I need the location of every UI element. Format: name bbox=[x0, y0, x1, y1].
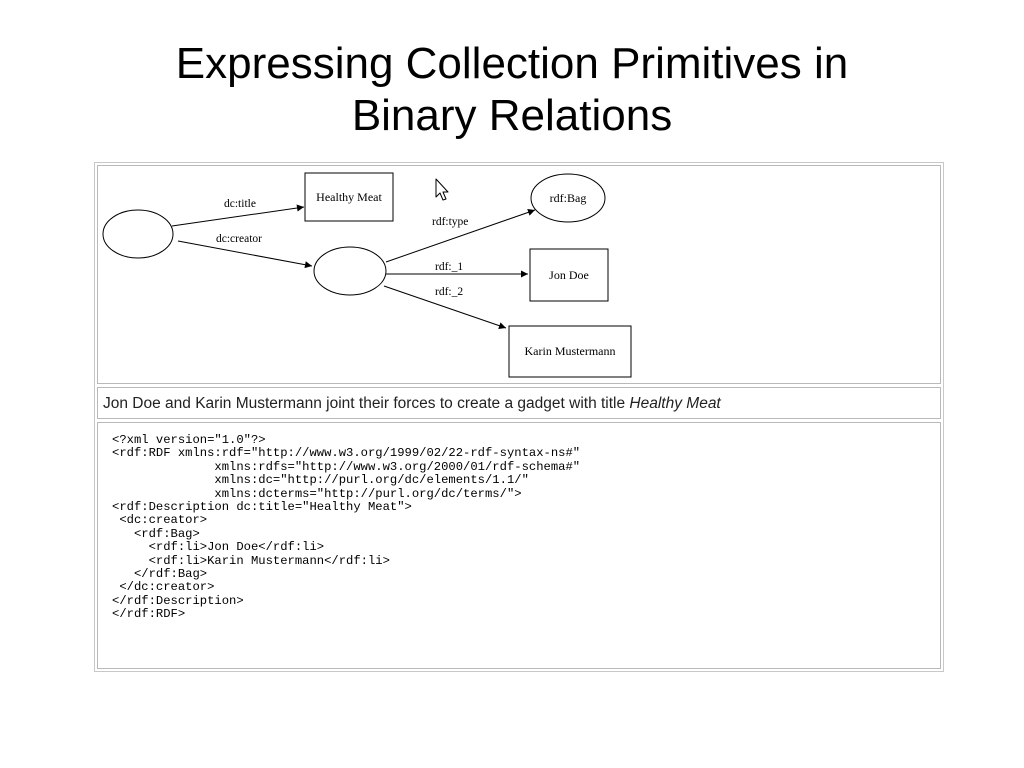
healthy-meat-node bbox=[304, 172, 394, 222]
slide-title: Expressing Collection Primitives in Bina… bbox=[0, 38, 1024, 142]
code-line: <rdf:Description dc:title="Healthy Meat"… bbox=[112, 500, 412, 515]
code-line: </rdf:Description> bbox=[112, 593, 244, 608]
code-line: <rdf:RDF xmlns:rdf="http://www.w3.org/19… bbox=[112, 446, 581, 461]
rdf-type-label: rdf:type bbox=[432, 216, 468, 228]
dc-creator-label: dc:creator bbox=[216, 233, 262, 245]
code-line: <dc:creator> bbox=[112, 513, 208, 528]
code-line: xmlns:dc="http://purl.org/dc/elements/1.… bbox=[112, 473, 529, 488]
gadget-resource-node bbox=[102, 209, 174, 259]
cursor-arrow-icon bbox=[435, 178, 449, 201]
caption-title-emphasis: Healthy Meat bbox=[629, 395, 721, 412]
rdf-bag-node bbox=[530, 173, 606, 223]
rdf-example-figure: Healthy Meat rdf:Bag Jon Doe Karin Muste… bbox=[94, 162, 944, 672]
edge-dc-creator bbox=[177, 240, 313, 269]
dc-title-label: dc:title bbox=[224, 198, 256, 210]
bag-resource-node bbox=[313, 246, 387, 296]
rdf-bag-label: rdf:Bag bbox=[550, 191, 587, 205]
caption-panel: Jon Doe and Karin Mustermann joint their… bbox=[97, 387, 941, 419]
edge-dc-title bbox=[171, 204, 305, 227]
rdf-2-label: rdf:_2 bbox=[435, 286, 463, 298]
code-line: xmlns:rdfs="http://www.w3.org/2000/01/rd… bbox=[112, 459, 581, 474]
code-line: </rdf:Bag> bbox=[112, 567, 208, 582]
code-line: <rdf:li>Jon Doe</rdf:li> bbox=[112, 540, 325, 555]
rdf-graph-panel: Healthy Meat rdf:Bag Jon Doe Karin Muste… bbox=[97, 165, 941, 384]
code-line: <rdf:Bag> bbox=[112, 526, 200, 541]
rdf-graph-diagram: Healthy Meat rdf:Bag Jon Doe Karin Muste… bbox=[102, 172, 632, 378]
slide-title-line-2: Binary Relations bbox=[351, 91, 673, 140]
code-line: <?xml version="1.0"?> bbox=[112, 433, 266, 447]
edge-rdf-type bbox=[385, 209, 536, 263]
rdf-xml-code: <?xml version="1.0"?><rdf:RDF xmlns:rdf=… bbox=[112, 433, 581, 622]
jon-doe-label: Jon Doe bbox=[549, 268, 589, 282]
karin-mustermann-node bbox=[508, 325, 632, 378]
code-line: <rdf:li>Karin Mustermann</rdf:li> bbox=[112, 553, 390, 568]
rdf-1-label: rdf:_1 bbox=[435, 261, 463, 273]
code-line: </dc:creator> bbox=[112, 580, 215, 595]
slide-title-line-1: Expressing Collection Primitives in bbox=[175, 39, 849, 88]
code-line: </rdf:RDF> bbox=[112, 607, 186, 622]
caption-text: Jon Doe and Karin Mustermann joint their… bbox=[103, 395, 721, 413]
rdf-xml-code-panel: <?xml version="1.0"?><rdf:RDF xmlns:rdf=… bbox=[97, 422, 941, 669]
caption-sentence: Jon Doe and Karin Mustermann joint their… bbox=[103, 395, 630, 412]
karin-mustermann-label: Karin Mustermann bbox=[525, 344, 616, 358]
code-line: xmlns:dcterms="http://purl.org/dc/terms/… bbox=[112, 486, 522, 501]
healthy-meat-label: Healthy Meat bbox=[316, 190, 382, 204]
jon-doe-node bbox=[529, 248, 609, 302]
edge-rdf-2 bbox=[383, 285, 507, 330]
